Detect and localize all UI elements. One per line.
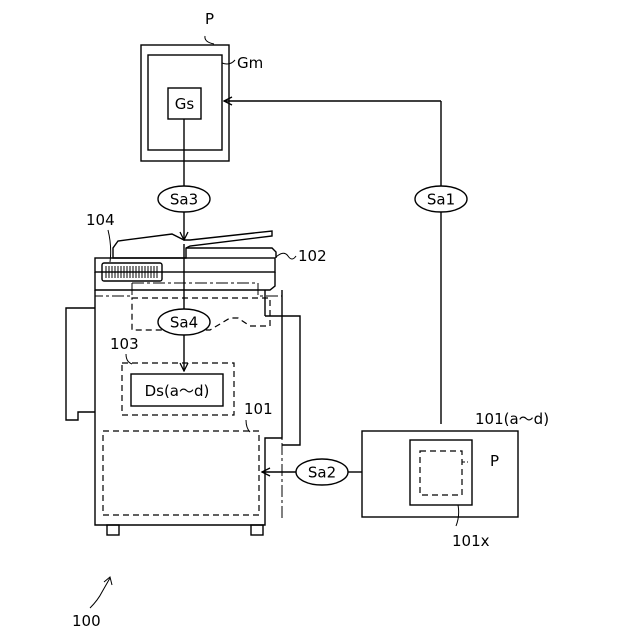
feeder-tray: [186, 248, 276, 258]
side-tray-left: [66, 308, 95, 420]
sa1-label: Sa1: [427, 191, 455, 209]
ds-label: Ds(a～d): [145, 382, 210, 400]
leader-102: [276, 253, 296, 259]
foot-right: [251, 525, 263, 535]
101x-leader: [456, 505, 459, 526]
device-101ad-label: 101(a～d): [475, 410, 549, 428]
p-top-leader: [205, 36, 214, 44]
foot-left: [107, 525, 119, 535]
p-right-label: P: [490, 452, 499, 470]
gm-label: Gm: [237, 54, 263, 72]
label-101: 101: [244, 400, 273, 418]
label-104: 104: [86, 211, 115, 229]
leader-100: [90, 578, 110, 608]
label-103: 103: [110, 335, 139, 353]
sa3-label: Sa3: [170, 191, 198, 209]
sa2-label: Sa2: [308, 464, 336, 482]
sa4-label: Sa4: [170, 314, 198, 332]
label-100: 100: [72, 612, 101, 630]
terminal-p-right: [420, 451, 462, 495]
gs-label: Gs: [175, 95, 195, 113]
leader-101: [246, 420, 250, 432]
mfp-100: Ds(a～d): [66, 231, 300, 535]
device-101ad-body: [362, 431, 518, 517]
p-top-label: P: [205, 10, 214, 28]
terminal-holder-101x: [410, 440, 472, 505]
device-101ad: 101(a～d) P 101x: [362, 410, 549, 550]
label-102: 102: [298, 247, 327, 265]
leader-104: [108, 230, 111, 262]
document-feeder: [113, 231, 272, 258]
scanner-top: [95, 258, 275, 272]
101x-label: 101x: [452, 532, 490, 550]
terminal-p-top: Gs P Gm: [141, 10, 263, 161]
controller-101: [103, 431, 259, 515]
